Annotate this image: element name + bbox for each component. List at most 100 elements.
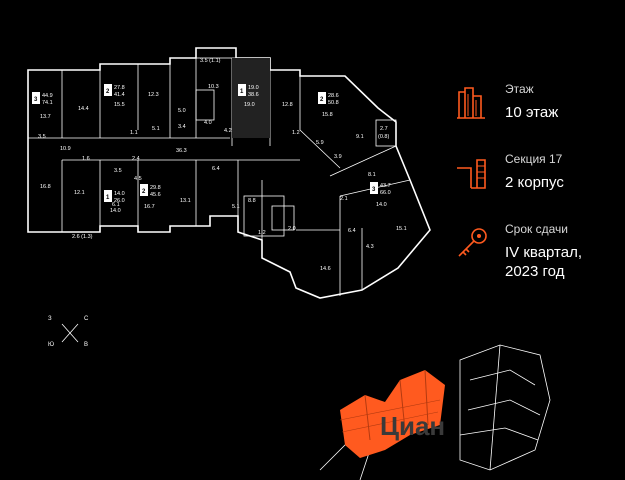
svg-text:19.0: 19.0 [248, 85, 259, 91]
room-label: 15.8 [322, 112, 333, 118]
info-section: Секция 17 2 корпус [455, 152, 564, 192]
room-label: 36.3 [176, 148, 187, 154]
compass-cross-icon [61, 323, 79, 343]
deadline-value-line2: 2023 год [505, 263, 565, 280]
room-label: 12.8 [282, 102, 293, 108]
svg-text:41.4: 41.4 [114, 92, 125, 98]
room-label: 3.4 [178, 124, 186, 130]
room-label: 5.1 [232, 204, 240, 210]
room-label: 6.1 [112, 202, 120, 208]
highlighted-building [339, 369, 445, 458]
neighbor-building [319, 344, 551, 480]
room-label: 2.0 [288, 226, 296, 232]
room-label: 1.1 [130, 130, 138, 136]
apartment-tag: 3 44.9 74.1 [32, 92, 53, 106]
compass-south: Ю [48, 342, 55, 348]
room-label: 4.0 [204, 120, 212, 126]
svg-text:66.0: 66.0 [380, 190, 391, 196]
building-floors-icon [457, 87, 485, 119]
apartment-tag: 1 14.0 26.0 [104, 190, 125, 204]
room-label: 9.1 [356, 134, 364, 140]
room-label: (0.8) [378, 134, 389, 140]
deadline-label: Срок сдачи [505, 222, 568, 236]
compass-east: В [84, 342, 89, 348]
section-label: Секция 17 [505, 152, 563, 166]
room-label: 8.8 [248, 198, 256, 204]
deadline-value: IV квартал, 2023 год [505, 243, 582, 281]
room-labels: 13.7 14.4 15.5 12.3 10.3 19.0 12.8 15.8 … [38, 58, 407, 272]
room-label: 16.8 [40, 184, 51, 190]
room-label: 10.9 [60, 146, 71, 152]
room-label: 3.9 [334, 154, 342, 160]
room-label: 14.4 [78, 106, 89, 112]
room-label: 13.7 [40, 114, 51, 120]
room-label: 10.3 [208, 84, 219, 90]
floor-plan: 13.7 14.4 15.5 12.3 10.3 19.0 12.8 15.8 … [27, 47, 431, 299]
apartment-tag: 2 27.8 41.4 [104, 84, 125, 98]
room-label: 1.6 [82, 156, 90, 162]
key-icon [458, 228, 487, 257]
room-label: 2.4 [132, 156, 140, 162]
room-label: 12.3 [148, 92, 159, 98]
room-label: 4.5 [134, 176, 142, 182]
room-label: 16.7 [144, 204, 155, 210]
svg-text:43.7: 43.7 [380, 183, 391, 189]
apartment-tag: 1 19.0 38.6 [238, 84, 259, 98]
deadline-value-line1: IV квартал, [505, 244, 583, 261]
apartment-tag: 3 43.7 66.0 [370, 182, 391, 196]
svg-text:38.6: 38.6 [248, 92, 259, 98]
svg-text:3: 3 [34, 97, 38, 103]
room-label: 2.7 [380, 126, 388, 132]
apartment-tags: 3 44.9 74.1 2 27.8 41.4 1 19.0 38.6 2 28… [32, 84, 391, 204]
room-label: 14.0 [110, 208, 121, 214]
svg-text:14.0: 14.0 [114, 191, 125, 197]
room-label: 1.2 [292, 130, 300, 136]
svg-text:29.8: 29.8 [150, 185, 161, 191]
svg-text:1: 1 [240, 89, 244, 95]
plan-partitions [28, 47, 411, 296]
svg-text:44.9: 44.9 [42, 93, 53, 99]
building-massing: Циан [319, 344, 551, 480]
room-label: 14.6 [320, 266, 331, 272]
room-label: 4.3 [366, 244, 374, 250]
room-label: 6.4 [348, 228, 356, 234]
room-label: 3.5 (1.1) [200, 58, 221, 64]
room-label: 2.1 [340, 196, 348, 202]
compass-north: С [84, 316, 89, 322]
compass-west: З [48, 316, 52, 322]
section-value: 2 корпус [505, 174, 564, 191]
svg-text:26.0: 26.0 [114, 198, 125, 204]
svg-text:1: 1 [106, 195, 110, 201]
svg-text:74.1: 74.1 [42, 100, 53, 106]
highlighted-apartment [232, 58, 270, 138]
building-section-icon [457, 159, 486, 189]
svg-text:28.6: 28.6 [328, 93, 339, 99]
room-label: 6.4 [212, 166, 220, 172]
floor-label: Этаж [505, 82, 534, 96]
room-label: 15.5 [114, 102, 125, 108]
svg-text:2: 2 [106, 89, 110, 95]
room-label: 12.1 [74, 190, 85, 196]
svg-text:2: 2 [142, 189, 146, 195]
room-label: 5.0 [178, 108, 186, 114]
floor-value: 10 этаж [505, 104, 559, 121]
svg-text:27.8: 27.8 [114, 85, 125, 91]
room-label: 19.0 [244, 102, 255, 108]
info-deadline: Срок сдачи IV квартал, 2023 год [455, 222, 582, 281]
room-label: 8.1 [368, 172, 376, 178]
compass-rose: З С Ю В [44, 314, 96, 354]
room-label: 5.1 [152, 126, 160, 132]
room-label: 5.9 [316, 140, 324, 146]
room-label: 3.5 [114, 168, 122, 174]
room-label: 3.5 [38, 134, 46, 140]
room-label: 14.0 [376, 202, 387, 208]
svg-text:50.8: 50.8 [328, 100, 339, 106]
info-floor: Этаж 10 этаж [455, 82, 558, 122]
room-label: 2.6 (1.3) [72, 234, 93, 240]
room-label: 15.1 [396, 226, 407, 232]
svg-text:3: 3 [372, 187, 376, 193]
room-label: 13.1 [180, 198, 191, 204]
svg-text:2: 2 [320, 97, 324, 103]
apartment-tag: 2 28.6 50.8 [318, 92, 339, 106]
watermark-logo: Циан [380, 411, 445, 441]
